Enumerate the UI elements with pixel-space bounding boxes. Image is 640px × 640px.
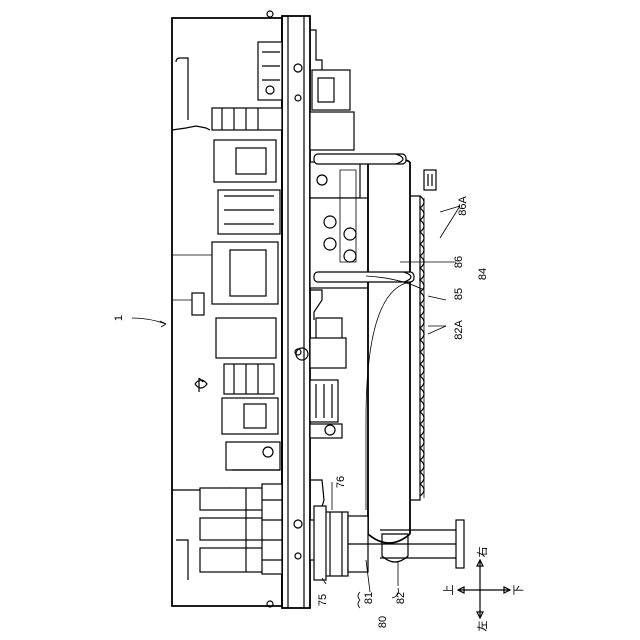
label-84: 84 xyxy=(477,268,489,280)
label-75: 75 xyxy=(317,594,329,606)
direction-right-label: 右 xyxy=(475,547,489,558)
label-82: 82 xyxy=(395,592,407,604)
label-81: 81 xyxy=(363,592,375,604)
label-85: 85 xyxy=(453,288,465,300)
label-82a: 82A xyxy=(453,320,465,340)
label-1: 1 xyxy=(113,315,125,321)
direction-down-label: 下 xyxy=(513,585,525,596)
label-86: 86 xyxy=(453,256,465,268)
label-76: 76 xyxy=(335,476,347,488)
direction-left-label: 左 xyxy=(476,621,489,632)
direction-up-label: 上 xyxy=(442,585,455,596)
internal-components xyxy=(200,42,282,574)
right-fittings xyxy=(296,30,368,560)
label-80: 80 xyxy=(377,616,389,628)
label-86a: 86A xyxy=(457,196,469,216)
fin-pipe xyxy=(410,170,436,500)
direction-indicator xyxy=(458,560,510,618)
